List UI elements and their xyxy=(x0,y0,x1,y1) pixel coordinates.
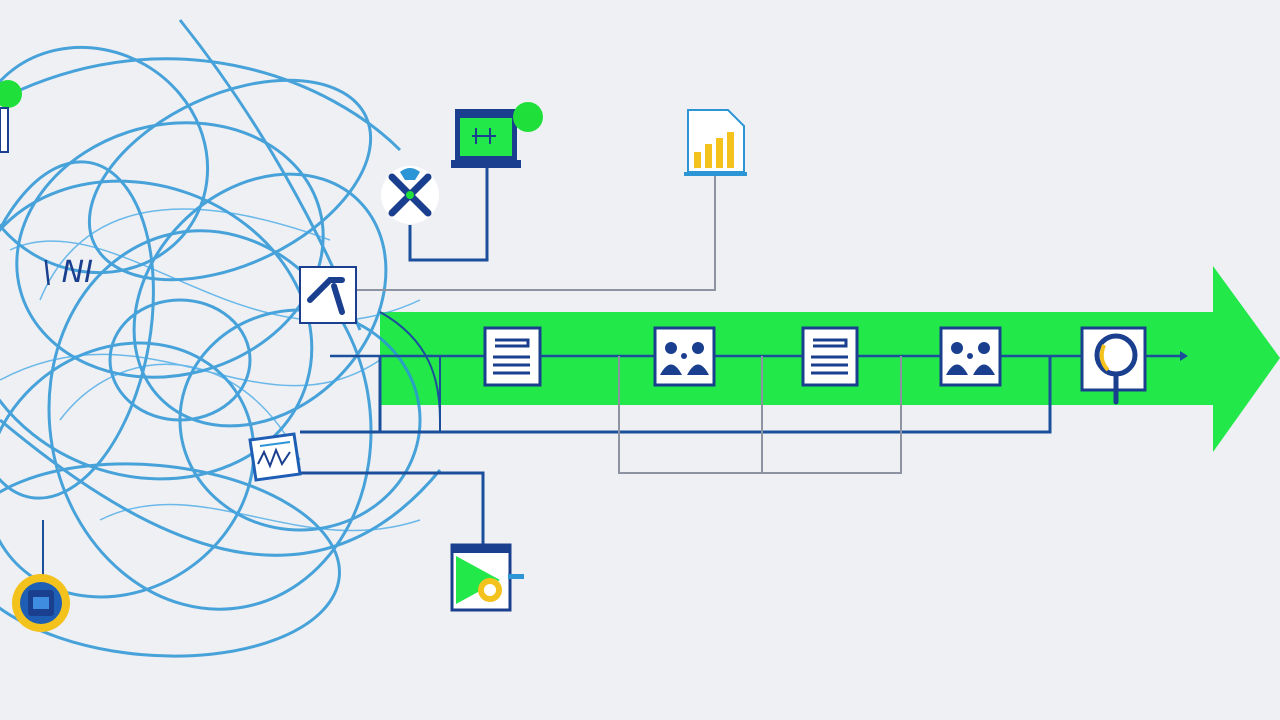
status-dot-icon xyxy=(0,80,22,153)
process-step-5 xyxy=(1080,326,1147,405)
tools-icon xyxy=(381,166,439,224)
chart-screen-icon xyxy=(450,543,524,612)
circuit-board-icon xyxy=(248,432,302,482)
chaos-tangle xyxy=(0,19,442,658)
document-list-icon xyxy=(493,338,530,375)
process-step-1 xyxy=(483,326,542,387)
chaos-connectors xyxy=(42,168,716,575)
process-connectors xyxy=(300,351,1188,474)
document-list-icon xyxy=(811,338,848,375)
chaos-tangle-thin xyxy=(0,208,421,532)
monitor-icon xyxy=(451,102,543,168)
chaos-text: \ NI xyxy=(42,255,93,290)
team-icon xyxy=(660,342,709,375)
process-step-3 xyxy=(801,326,859,387)
process-step-4 xyxy=(939,326,1002,387)
document-chart-icon xyxy=(684,109,747,176)
process-step-2 xyxy=(653,326,716,387)
expand-arrow-icon xyxy=(299,266,357,324)
chip-badge-icon xyxy=(12,574,70,632)
team-icon xyxy=(946,342,995,375)
magnifier-icon xyxy=(1094,333,1138,405)
